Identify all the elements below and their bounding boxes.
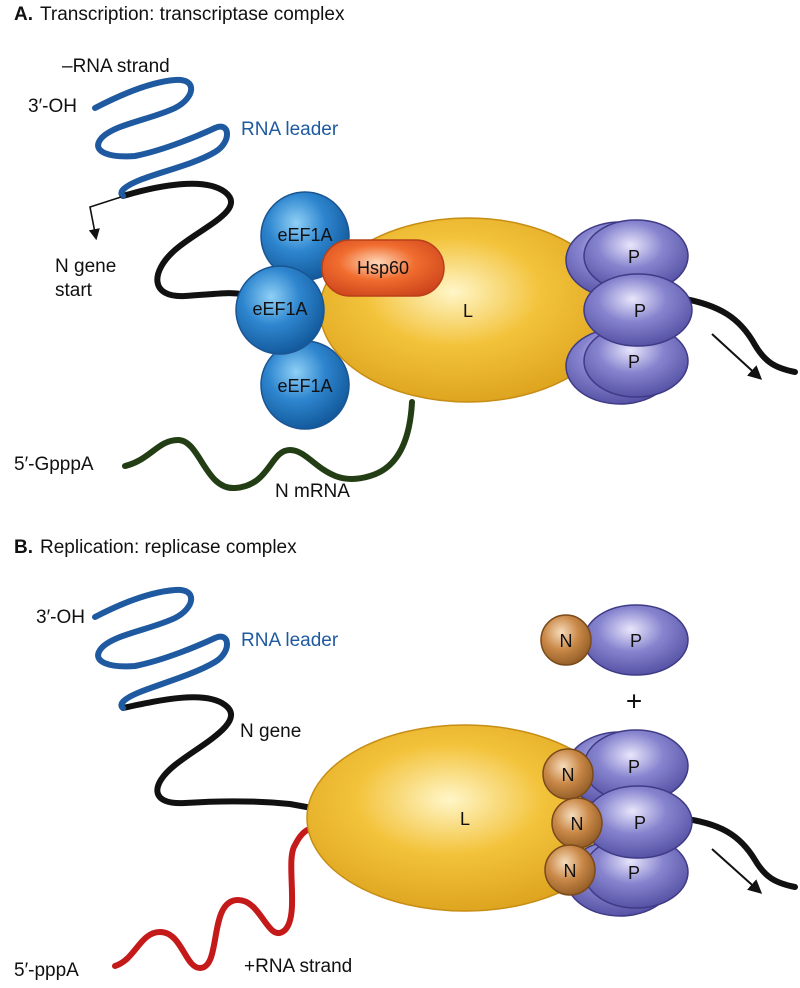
n-mrna-strand xyxy=(122,399,415,491)
p-label-b-2: P xyxy=(634,813,646,833)
l-label-b: L xyxy=(460,809,470,829)
rna-leader-label-a: RNA leader xyxy=(241,119,339,140)
p-proteins-a: P P P xyxy=(565,219,693,405)
rna-leader-strand-b xyxy=(92,586,230,711)
pos-rna-strand xyxy=(112,825,315,972)
n-gene-start-label-2: start xyxy=(55,280,93,301)
template-exit-strand-b xyxy=(677,815,798,890)
panel-a-letter: A. xyxy=(14,4,33,25)
neg-rna-strand-label: –RNA strand xyxy=(62,56,170,77)
plus-sign: + xyxy=(626,685,642,716)
n-mrna-label: N mRNA xyxy=(275,481,350,502)
eef1a-bottom-label: eEF1A xyxy=(277,376,332,396)
n-label-b-1: N xyxy=(562,765,575,785)
template-exit-strand-a xyxy=(677,295,798,375)
hsp60-protein xyxy=(321,239,445,297)
rna-leader-strand-a xyxy=(92,76,230,199)
eef1a-top-label: eEF1A xyxy=(277,225,332,245)
p-protein-a-middle xyxy=(583,273,693,347)
n-gene-strand-a xyxy=(120,180,278,300)
rna-leader-label-b: RNA leader xyxy=(241,630,339,651)
n-protein-b-3 xyxy=(544,844,596,896)
free-n-label: N xyxy=(560,631,573,651)
pos-rna-strand-label: +RNA strand xyxy=(244,956,352,977)
panel-a: A. Transcription: transcriptase complex … xyxy=(14,4,798,502)
direction-arrow-a xyxy=(711,333,763,380)
n-proteins-b: N N N xyxy=(542,748,603,896)
panel-b-letter: B. xyxy=(14,537,33,558)
l-label-a: L xyxy=(463,301,473,321)
gene-start-arrow xyxy=(88,196,122,241)
free-np-complex: N P xyxy=(540,604,689,676)
three-oh-label-a: 3′-OH xyxy=(28,96,77,117)
free-p-label: P xyxy=(630,631,642,651)
eef1a-middle-protein xyxy=(235,265,325,355)
p-label-b-3: P xyxy=(628,863,640,883)
n-gene-start-label-1: N gene xyxy=(55,256,116,277)
panel-a-title: Transcription: transcriptase complex xyxy=(40,4,345,25)
five-gpppa-label: 5′-GpppA xyxy=(14,454,94,475)
n-gene-label-b: N gene xyxy=(240,721,301,742)
n-label-b-3: N xyxy=(564,861,577,881)
five-pppa-label: 5′-pppA xyxy=(14,960,79,981)
p-label-a-2: P xyxy=(634,301,646,321)
free-n-protein xyxy=(540,614,592,666)
p-label-a-1: P xyxy=(628,247,640,267)
p-label-a-3: P xyxy=(628,352,640,372)
n-gene-strand-b xyxy=(120,694,315,811)
hsp60-label: Hsp60 xyxy=(357,258,409,278)
eef1a-middle-label: eEF1A xyxy=(252,299,307,319)
panel-b: B. Replication: replicase complex 3′-OH … xyxy=(14,537,798,981)
n-label-b-2: N xyxy=(571,814,584,834)
direction-arrow-b xyxy=(711,848,763,894)
p-label-b-1: P xyxy=(628,757,640,777)
panel-b-title: Replication: replicase complex xyxy=(40,537,297,558)
three-oh-label-b: 3′-OH xyxy=(36,607,85,628)
